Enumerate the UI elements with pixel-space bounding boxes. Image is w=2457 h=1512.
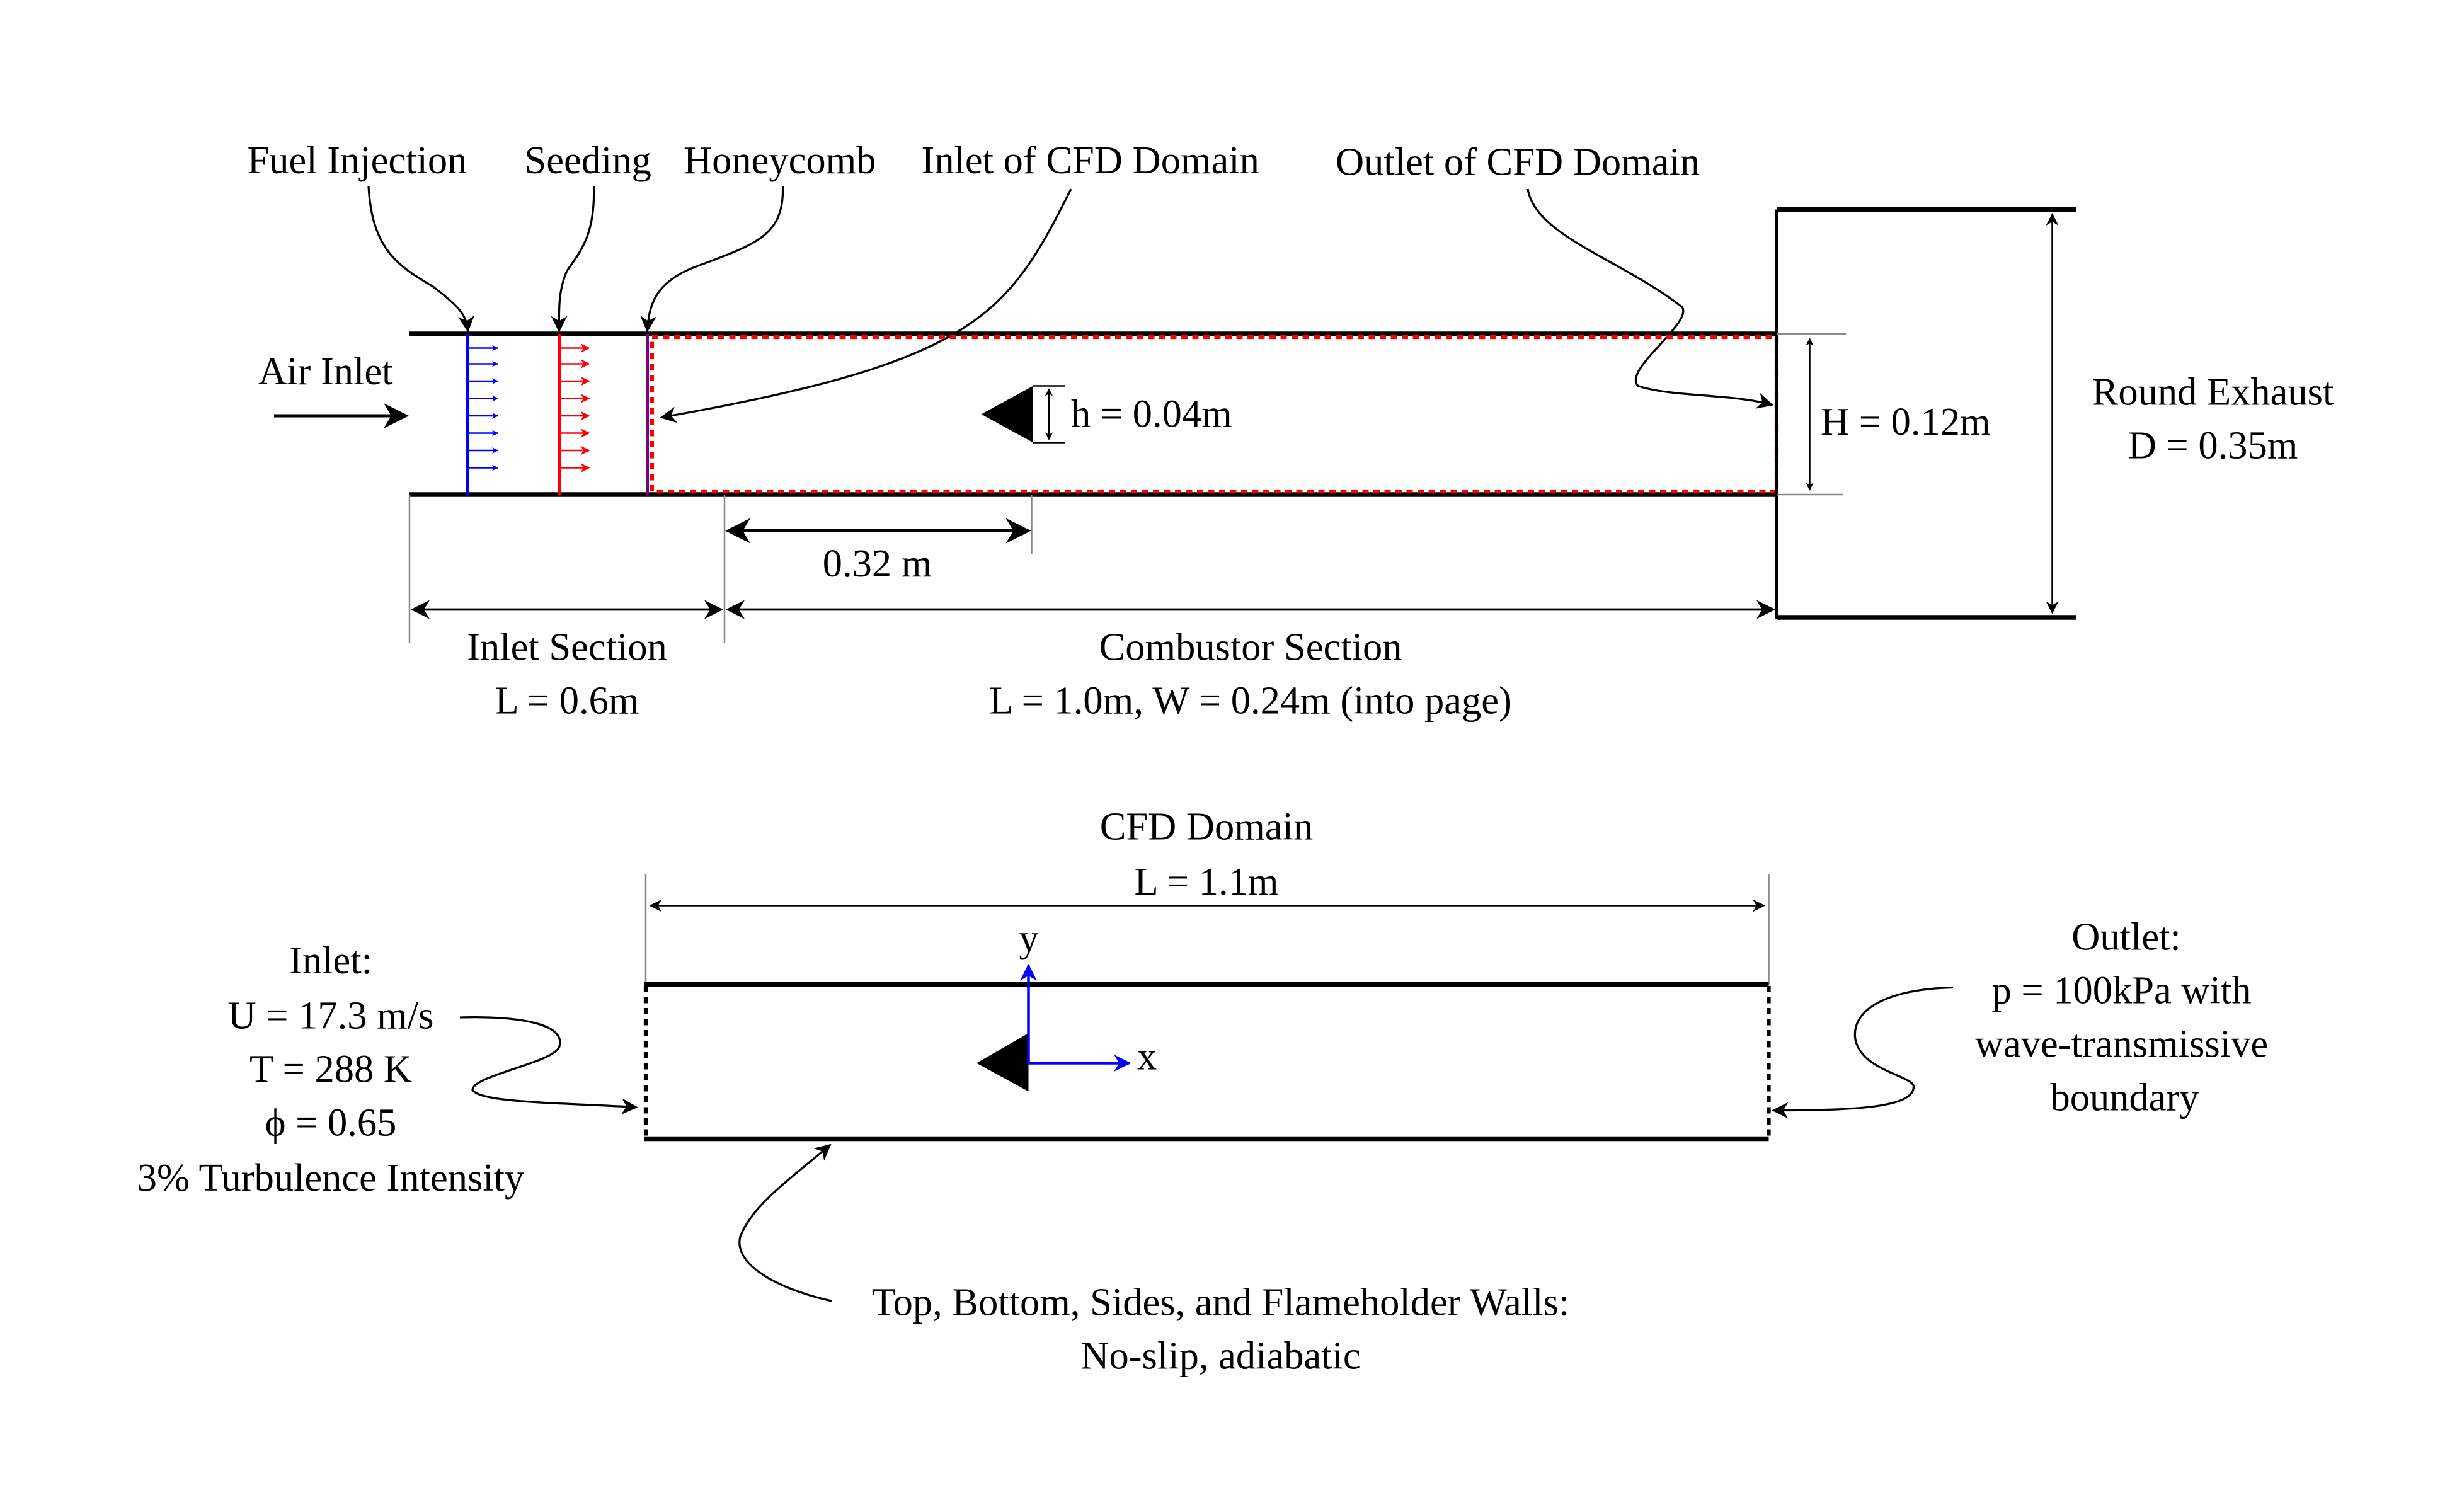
top-schematic: Fuel Injection Seeding Honeycomb Inlet o…: [248, 138, 2334, 723]
label-inlet-section-line1: Inlet Section: [467, 625, 667, 669]
pointer-walls: [738, 1143, 832, 1302]
label-fuel-injection: Fuel Injection: [248, 138, 467, 182]
cfd-domain-title: CFD Domain: [1100, 805, 1314, 849]
pointer-fuel-injection: [367, 185, 475, 333]
pointer-seeding: [551, 185, 595, 333]
pointer-outlet-conditions: [1772, 986, 1954, 1119]
label-outlet-cfd: Outlet of CFD Domain: [1336, 140, 1700, 184]
outlet-line2: wave-transmissive: [1975, 1022, 2268, 1066]
pointer-inlet-conditions: [459, 1016, 638, 1115]
outlet-line3: boundary: [2050, 1075, 2199, 1120]
cfd-domain-length: L = 1.1m: [1134, 859, 1278, 903]
fuel-injection-arrows: [467, 345, 498, 471]
label-combustor-line1: Combustor Section: [1099, 625, 1402, 669]
label-honeycomb: Honeycomb: [684, 138, 876, 182]
seeding-arrows: [559, 343, 590, 472]
label-inlet-section-line2: L = 0.6m: [495, 679, 639, 723]
axis-x-label: x: [1137, 1034, 1157, 1079]
label-duct-height: H = 0.12m: [1821, 399, 1991, 444]
label-flameholder-height: h = 0.04m: [1071, 392, 1232, 436]
pointer-outlet-cfd: [1526, 188, 1774, 409]
inlet-title: Inlet:: [289, 938, 372, 982]
outlet-title: Outlet:: [2071, 915, 2181, 959]
label-seeding: Seeding: [525, 138, 651, 182]
label-exhaust-line2: D = 0.35m: [2128, 423, 2298, 467]
inlet-equivalence-ratio: ϕ = 0.65: [265, 1101, 397, 1145]
label-exhaust-line1: Round Exhaust: [2092, 370, 2334, 414]
walls-line2: No-slip, adiabatic: [1080, 1334, 1360, 1378]
inlet-turbulence: 3% Turbulence Intensity: [137, 1155, 525, 1200]
flameholder-triangle: [981, 386, 1033, 443]
inlet-velocity: U = 17.3 m/s: [228, 994, 434, 1038]
label-flameholder-position: 0.32 m: [823, 541, 932, 585]
axis-y-label: y: [1019, 916, 1039, 960]
pointer-inlet-cfd: [660, 188, 1072, 423]
pointer-honeycomb: [640, 185, 784, 333]
flameholder-triangle-domain: [976, 1033, 1029, 1092]
label-combustor-line2: L = 1.0m, W = 0.24m (into page): [989, 679, 1512, 723]
outlet-line1: p = 100kPa with: [1992, 968, 2252, 1012]
cfd-domain-schematic: CFD Domain L = 1.1m y x Inlet: U = 17.3 …: [137, 805, 2268, 1378]
inlet-temperature: T = 288 K: [249, 1047, 412, 1091]
label-air-inlet: Air Inlet: [258, 349, 392, 393]
label-inlet-cfd: Inlet of CFD Domain: [922, 138, 1259, 182]
walls-line1: Top, Bottom, Sides, and Flameholder Wall…: [872, 1280, 1569, 1324]
